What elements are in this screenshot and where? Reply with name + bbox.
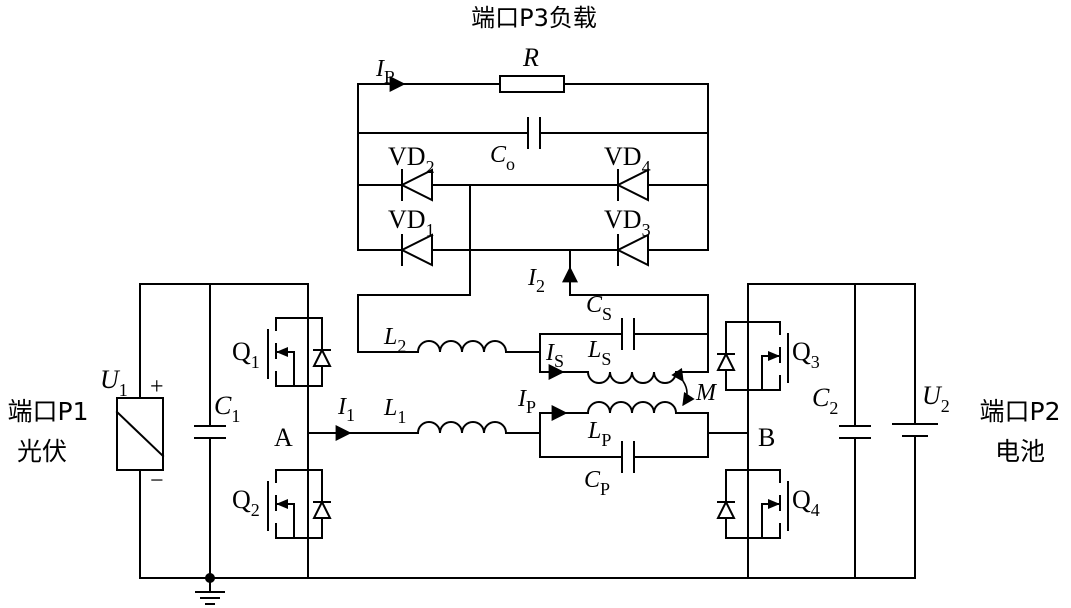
port-p2-label-line2: 电池 (995, 437, 1045, 466)
mosfet-q2 (267, 469, 332, 539)
mosfet-q1 (267, 317, 332, 387)
mosfet-q4 (716, 469, 789, 539)
diode-vd2 (399, 168, 433, 202)
port-p1-label-line2: 光伏 (17, 437, 67, 466)
label-lp: LP (587, 418, 611, 450)
diode-row-upper (357, 168, 709, 202)
diode-vd3 (615, 233, 649, 267)
label-q2: Q2 (232, 485, 260, 520)
mosfet-q3 (716, 321, 789, 391)
resistor-r (499, 75, 565, 93)
load-resistor-branch (357, 75, 709, 93)
diode-vd1 (399, 233, 433, 267)
label-r: R (522, 43, 539, 72)
label-vd1: VD1 (388, 205, 435, 240)
node-b-label: B (758, 423, 775, 452)
ground-icon (195, 573, 225, 605)
label-u1: U1 (100, 365, 128, 400)
label-q3: Q3 (792, 337, 820, 372)
label-c2: C2 (812, 383, 838, 418)
label-l2: L2 (383, 324, 406, 356)
label-vd2: VD2 (388, 142, 435, 177)
diode-vd4 (615, 168, 649, 202)
label-cs: CS (586, 292, 612, 324)
battery-u2 (892, 283, 938, 579)
capacitor-cp (539, 441, 709, 473)
label-i2: I2 (527, 265, 545, 296)
label-l1: L1 (383, 395, 406, 427)
label-c1: C1 (214, 391, 240, 426)
pv-minus-sign: − (150, 468, 164, 494)
port-p2-label-line1: 端口P2 (980, 397, 1061, 426)
capacitor-c2 (839, 283, 871, 579)
label-q1: Q1 (232, 337, 260, 372)
label-cp: CP (584, 467, 610, 499)
label-m: M (695, 380, 718, 406)
capacitor-cs (539, 318, 709, 350)
inductor-lp (539, 401, 709, 421)
label-ls: LS (587, 337, 611, 369)
inductor-l1 (416, 421, 541, 435)
label-i1: I1 (337, 394, 355, 425)
pv-source-u1 (115, 397, 165, 471)
label-u2: U2 (922, 381, 950, 416)
label-ip: IP (517, 386, 536, 417)
port-p3-label: 端口P3负载 (471, 4, 597, 32)
output-capacitor-co (357, 117, 709, 149)
capacitor-c1 (194, 283, 226, 579)
port-p1-label-line1: 端口P1 (8, 397, 89, 426)
label-co: Co (490, 142, 515, 174)
node-a-label: A (274, 423, 293, 452)
label-vd4: VD4 (604, 142, 651, 177)
inductor-l2 (357, 340, 541, 354)
diode-row-lower (357, 233, 709, 267)
label-vd3: VD3 (604, 205, 651, 240)
label-is: IS (545, 340, 564, 371)
label-ir: IR (375, 56, 396, 87)
mutual-inductance-arrow (671, 367, 695, 407)
pv-plus-sign: + (150, 374, 164, 400)
label-q4: Q4 (792, 485, 820, 520)
